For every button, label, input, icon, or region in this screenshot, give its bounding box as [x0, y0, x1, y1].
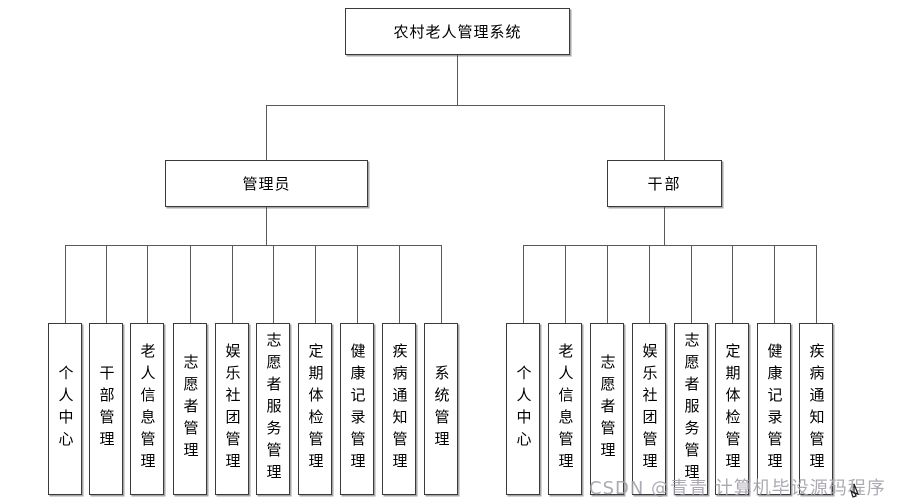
- connector-leaf-drop: [564, 245, 566, 324]
- connector-level1-bus: [265, 104, 665, 106]
- connector-admin-drop: [265, 105, 267, 160]
- branch-node-admin: 管理员: [165, 160, 368, 207]
- leaf-box-admin-system-mgmt: 系统管理: [424, 323, 458, 495]
- branch-admin-label: 管理员: [242, 175, 291, 193]
- leaf-label: 健康记录管理: [765, 343, 784, 475]
- connector-admin-bus: [64, 244, 442, 246]
- leaf-label: 老人信息管理: [556, 343, 575, 475]
- connector-admin-stem: [265, 207, 267, 245]
- leaf-box-cadre-disease-notice-mgmt: 疾病通知管理: [799, 323, 833, 495]
- leaf-box-admin-volunteer-service-mgmt: 志愿者服务管理: [256, 323, 290, 495]
- leaf-label: 疾病通知管理: [807, 343, 826, 475]
- leaf-label: 健康记录管理: [348, 343, 367, 475]
- leaf-label: 个人中心: [56, 365, 75, 453]
- leaf-box-admin-disease-notice-mgmt: 疾病通知管理: [382, 323, 416, 495]
- connector-leaf-drop: [64, 245, 66, 324]
- connector-cadre-bus: [522, 244, 817, 246]
- leaf-box-cadre-volunteer-service-mgmt: 志愿者服务管理: [674, 323, 708, 495]
- root-node-system-title: 农村老人管理系统: [345, 8, 570, 55]
- connector-leaf-drop: [690, 245, 692, 324]
- leaf-box-admin-elderly-info-mgmt: 老人信息管理: [130, 323, 164, 495]
- leaf-box-admin-health-record-mgmt: 健康记录管理: [340, 323, 374, 495]
- leaf-label: 疾病通知管理: [390, 343, 409, 475]
- connector-leaf-drop: [773, 245, 775, 324]
- connector-leaf-drop: [146, 245, 148, 324]
- connector-root-drop: [456, 55, 458, 105]
- connector-leaf-drop: [440, 245, 442, 324]
- watermark-text: CSDN @青青 计算机毕设源码程序: [589, 478, 886, 499]
- leaf-label: 老人信息管理: [138, 343, 157, 475]
- leaf-label: 娱乐社团管理: [640, 343, 659, 475]
- branch-cadre-label: 干部: [647, 175, 682, 193]
- connector-leaf-drop: [522, 245, 524, 324]
- leaf-box-cadre-volunteer-mgmt: 志愿者管理: [590, 323, 624, 495]
- cursor-icon: [849, 483, 861, 503]
- leaf-label: 志愿者管理: [598, 354, 617, 464]
- leaf-label: 志愿者服务管理: [682, 332, 701, 486]
- leaf-label: 干部管理: [97, 365, 116, 453]
- leaf-box-cadre-club-mgmt: 娱乐社团管理: [632, 323, 666, 495]
- connector-leaf-drop: [105, 245, 107, 324]
- connector-leaf-drop: [356, 245, 358, 324]
- leaf-box-cadre-elderly-info-mgmt: 老人信息管理: [548, 323, 582, 495]
- leaf-box-cadre-health-record-mgmt: 健康记录管理: [757, 323, 791, 495]
- leaf-box-admin-volunteer-mgmt: 志愿者管理: [173, 323, 207, 495]
- connector-leaf-drop: [189, 245, 191, 324]
- connector-leaf-drop: [231, 245, 233, 324]
- connector-leaf-drop: [815, 245, 817, 324]
- leaf-label: 志愿者服务管理: [264, 332, 283, 486]
- connector-leaf-drop: [314, 245, 316, 324]
- branch-node-cadre: 干部: [607, 160, 722, 207]
- connector-leaf-drop: [606, 245, 608, 324]
- leaf-label: 系统管理: [432, 365, 451, 453]
- root-node-label: 农村老人管理系统: [393, 23, 522, 41]
- leaf-label: 娱乐社团管理: [223, 343, 242, 475]
- connector-cadre-drop: [663, 105, 665, 160]
- leaf-box-admin-cadre-mgmt: 干部管理: [89, 323, 123, 495]
- connector-leaf-drop: [731, 245, 733, 324]
- leaf-box-cadre-checkup-mgmt: 定期体检管理: [715, 323, 749, 495]
- connector-leaf-drop: [648, 245, 650, 324]
- leaf-box-admin-club-mgmt: 娱乐社团管理: [215, 323, 249, 495]
- leaf-label: 志愿者管理: [181, 354, 200, 464]
- leaf-label: 个人中心: [514, 365, 533, 453]
- connector-cadre-stem: [663, 207, 665, 245]
- connector-leaf-drop: [398, 245, 400, 324]
- leaf-label: 定期体检管理: [306, 343, 325, 475]
- leaf-box-cadre-personal-center: 个人中心: [506, 323, 540, 495]
- leaf-label: 定期体检管理: [723, 343, 742, 475]
- leaf-box-admin-checkup-mgmt: 定期体检管理: [298, 323, 332, 495]
- connector-leaf-drop: [272, 245, 274, 324]
- leaf-box-admin-personal-center: 个人中心: [48, 323, 82, 495]
